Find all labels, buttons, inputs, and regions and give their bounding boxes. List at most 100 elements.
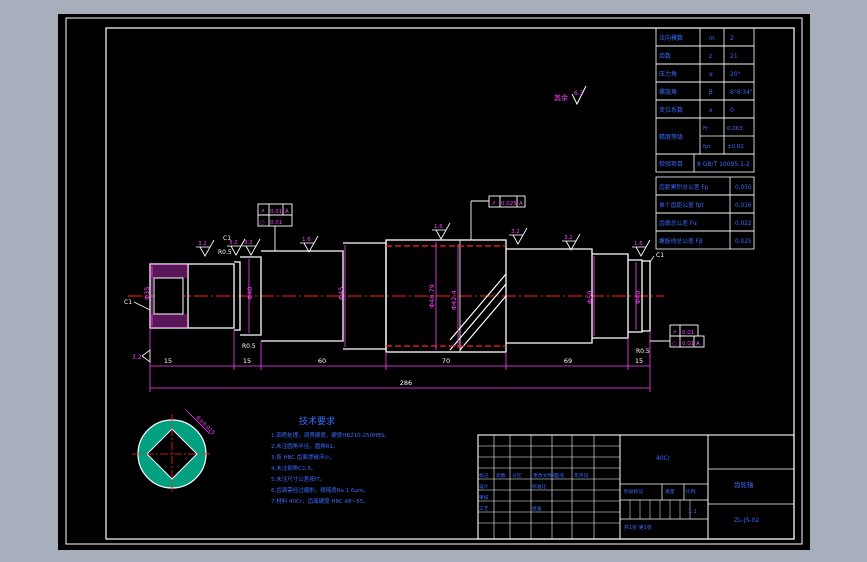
end-section-hatch (150, 264, 188, 328)
param-symbol: β (709, 89, 713, 96)
param-value: 20° (730, 71, 741, 78)
roughness-value: 3.2 (244, 240, 253, 246)
tech-line: 7.材料 40Cr，齿面硬度 HRC 48~55。 (271, 497, 369, 505)
svg-text:R0.5: R0.5 (218, 249, 232, 256)
fillet-left: R0.5 (242, 343, 256, 350)
svg-text:○: ○ (672, 341, 677, 347)
dim-l5: 69 (564, 357, 572, 365)
chamfer-right: C1 (656, 252, 664, 259)
dim-l1: 15 (164, 357, 172, 365)
param-symbol: x (709, 107, 713, 114)
roughness-symbol (435, 222, 451, 240)
roughness-symbol (565, 233, 581, 251)
svg-text:检验项目: 检验项目 (659, 160, 683, 168)
gtol-left-value: 0.01 (270, 209, 282, 215)
title-material: 40Cr (656, 455, 671, 462)
roughness-symbol (303, 235, 319, 253)
dim-l2: 15 (243, 357, 251, 365)
roughness-symbol (230, 238, 246, 256)
param-value: 8°6'34" (730, 89, 753, 96)
title-block-label: 分区 (512, 472, 522, 479)
title-block-label: 更改文件号 (533, 472, 557, 479)
gear-teeth-hatch (386, 240, 507, 352)
general-roughness-value: 6.3 (574, 90, 584, 97)
keyway-section-view: 6±0.015 (132, 409, 216, 494)
gtol-frames (257, 195, 705, 348)
title-part-name: 齿轮轴 (734, 480, 754, 489)
standard-value: 8 GB/T 10095.1-2 (697, 161, 750, 168)
title-scale: 1:1 (688, 509, 697, 515)
gtol-mid-value: 0.025 (501, 201, 517, 207)
svg-text:齿距累积总公差 Fp: 齿距累积总公差 Fp (659, 183, 709, 191)
roughness-value: 3.2 (564, 235, 573, 241)
gtol-left-value2: 0.01 (270, 220, 282, 226)
outer-border (65, 17, 803, 545)
param-symbol: m (709, 35, 715, 42)
title-block-label: 阶段标记 (624, 488, 643, 495)
svg-text:0.063: 0.063 (727, 126, 743, 132)
gtol-left-datum: A (285, 209, 289, 215)
roughness-symbol (635, 239, 651, 257)
inner-border (105, 27, 795, 540)
svg-text:↗: ↗ (491, 201, 496, 207)
param-name: 法向模数 (659, 34, 683, 42)
roughness-value: 3.2 (229, 240, 238, 246)
dim-d-left: Φ35 (143, 287, 151, 300)
dim-l6: 15 (635, 357, 643, 365)
param-symbol: z (709, 53, 712, 60)
param-name: 螺旋角 (659, 88, 677, 96)
chamfer-c1-top: C1 (223, 235, 231, 242)
dim-d-right: Φ50 (586, 291, 594, 304)
param-value: 0 (730, 107, 734, 114)
roughness-symbol (245, 238, 261, 256)
title-block-label: 审核 (479, 494, 489, 501)
technical-requirements: 技术要求 1.调质处理，调质硬度，硬度HB210-250HBS。 2.未注圆角半径… (271, 415, 390, 505)
svg-text:其余: 其余 (554, 93, 568, 102)
roughness-value: 1.6 (302, 237, 311, 243)
roughness-value: 1.6 (434, 224, 443, 230)
title-block-label: 标记 (479, 472, 489, 479)
title-sheet: 共1张 第1张 (624, 524, 652, 531)
roughness-value: 3.2 (511, 229, 520, 235)
dim-d-tip: Φ48.79 (428, 284, 436, 308)
title-block-label: 处数 (496, 472, 506, 479)
gtol-right-value: 0.01 (682, 330, 694, 336)
fillet-right: R0.5 (636, 348, 650, 355)
title-drawing-no: ZL-JS-02 (734, 517, 759, 524)
svg-text:单个齿距公差 fpt: 单个齿距公差 fpt (659, 201, 704, 209)
svg-text:0.050: 0.050 (735, 185, 752, 191)
datum-left: 3.2 (132, 349, 151, 363)
svg-text:↗: ↗ (672, 330, 677, 336)
tech-line: 1.调质处理，调质硬度，硬度HB210-250HBS。 (271, 431, 390, 439)
title-block-label: 签名 (555, 472, 565, 479)
svg-text:螺旋线总公差 Fβ: 螺旋线总公差 Fβ (659, 237, 703, 245)
gtol-right-datum: A (696, 341, 700, 347)
title-block-label: 工艺 (479, 506, 489, 512)
title-block-label: 年月日 (574, 472, 588, 479)
svg-text:±0.02: ±0.02 (727, 144, 744, 150)
detail-notes: C1 C1 R0.5 R0.5 C1 R0.5 (124, 235, 664, 355)
svg-text:○: ○ (260, 220, 265, 226)
roughness-symbol (512, 227, 528, 245)
dim-d-bearing: Φ45 (337, 287, 345, 300)
param-name: 压力角 (659, 70, 677, 78)
svg-text:0.022: 0.022 (735, 221, 752, 227)
dim-l4: 70 (442, 357, 450, 365)
dim-d-step: Φ40 (246, 287, 254, 300)
tech-line: 5.未注尺寸公差按IT。 (271, 475, 325, 483)
tech-line: 6.齿面需经过磨削，粗糙度Ra 1.6μm。 (271, 486, 369, 494)
title-block-label: 批准 (532, 505, 542, 512)
datum-left-roughness: 3.2 (132, 354, 142, 361)
shaft-outline (149, 239, 651, 353)
tech-title: 技术要求 (299, 415, 335, 427)
roughness-value: 3.2 (198, 241, 207, 247)
dim-d-ref: Φ42.4 (450, 290, 458, 310)
tolerance-row (655, 230, 755, 250)
svg-text:Fr: Fr (703, 126, 709, 132)
tech-line: 2.未注圆角半径，圆角R1。 (271, 442, 339, 450)
title-block-label: 比例 (686, 488, 696, 495)
gtol-texts: ↗ 0.01 A ○ 0.01 ↗ 0.025 A ↗ 0.01 ○ 0.01 … (260, 201, 700, 347)
